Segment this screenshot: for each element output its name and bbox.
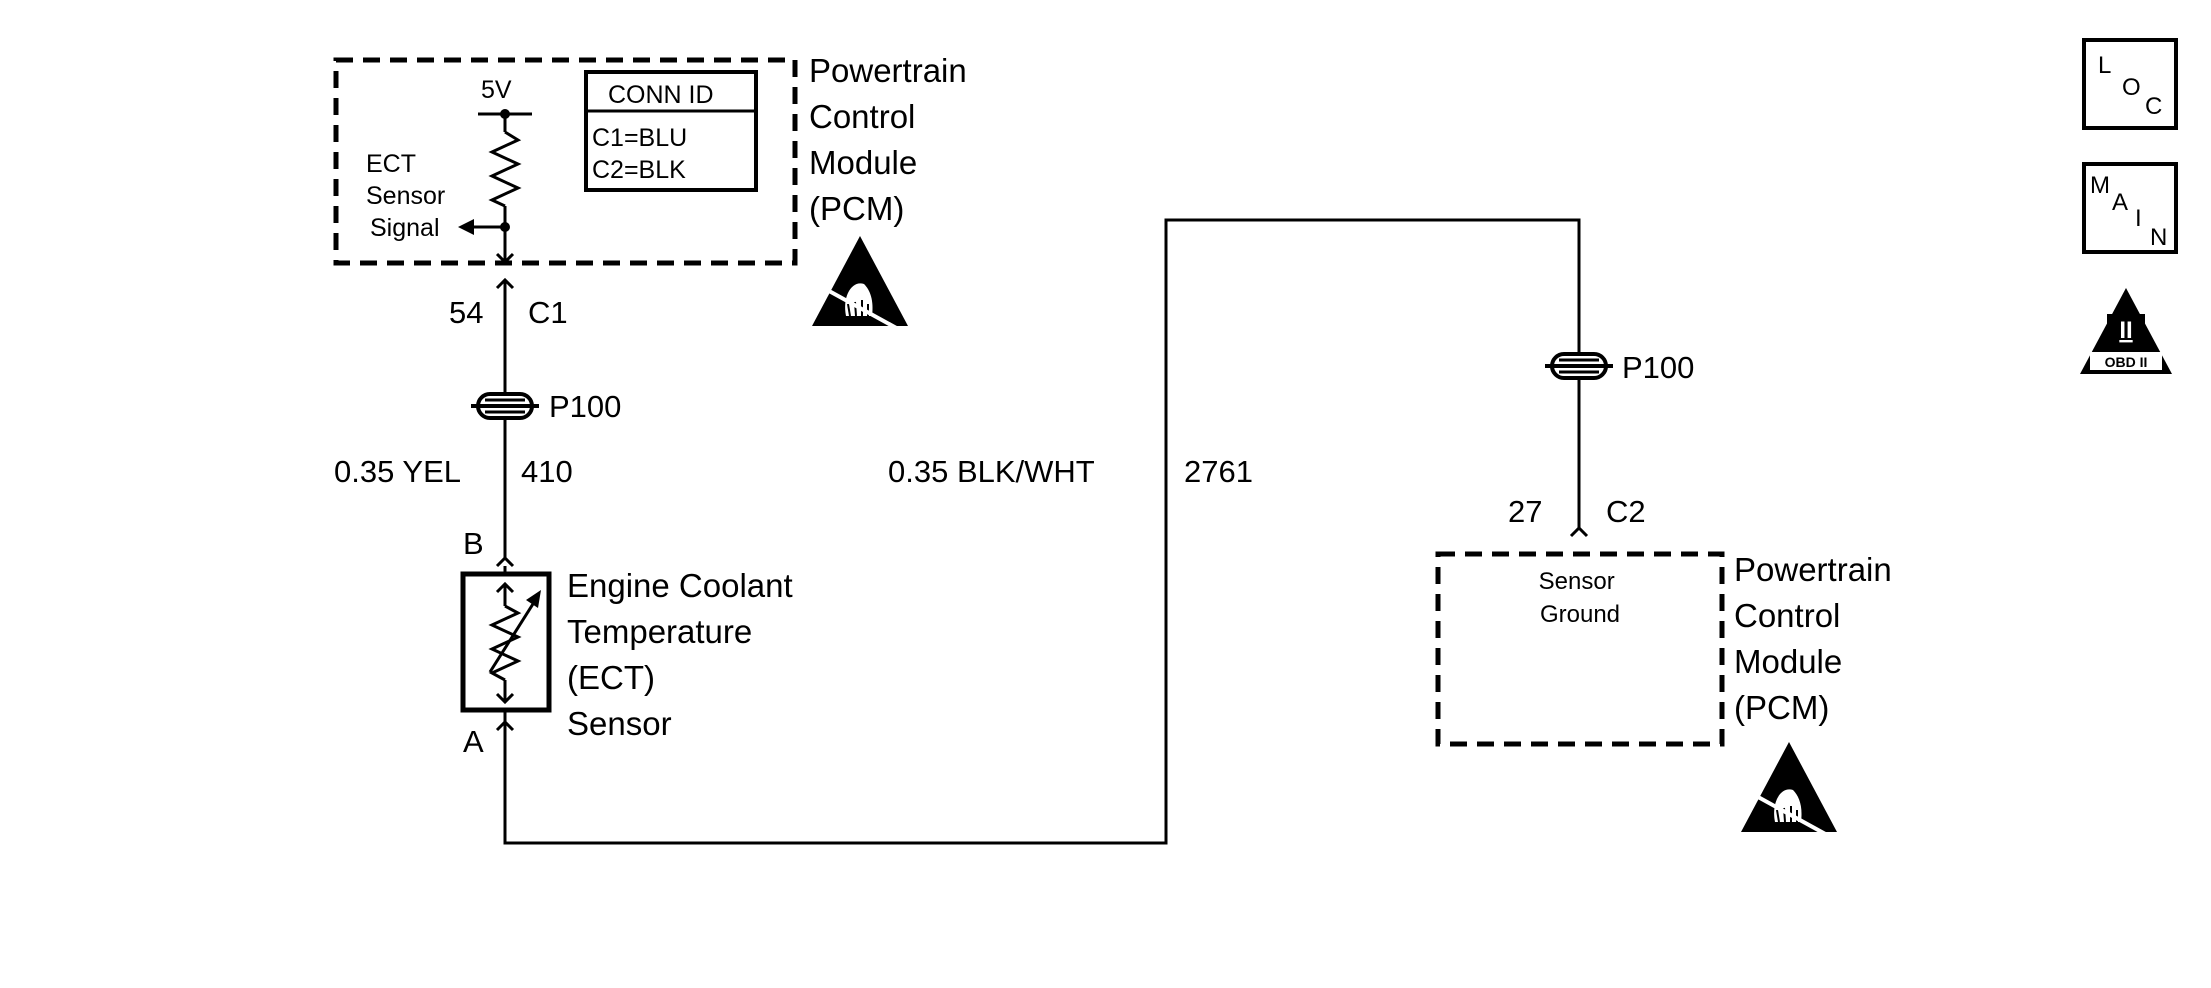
left-splice-label: P100 xyxy=(549,389,621,424)
svg-text:OBD II: OBD II xyxy=(2105,354,2148,370)
sensor-pin-b: B xyxy=(463,526,484,561)
middle-wire-color: 0.35 BLK/WHT xyxy=(888,454,1095,489)
esd-warning-icon xyxy=(810,234,910,332)
pullup-resistor-icon xyxy=(488,130,522,208)
splice-icon xyxy=(469,392,541,420)
c2-connector-icon xyxy=(1569,525,1589,538)
left-circuit-number: 410 xyxy=(521,454,573,489)
pin-b-connector-icon xyxy=(495,555,515,568)
svg-text:M: M xyxy=(2090,172,2110,199)
pcm-bottom-pin: 27 xyxy=(1508,494,1542,529)
pcm-bottom-title: Powertrain Control Module (PCM) xyxy=(1734,551,1901,726)
left-wire-color: 0.35 YEL xyxy=(334,454,461,489)
ect-sensor: B A Engine Coolant Temperature (ECT) Sen… xyxy=(460,526,802,759)
esd-warning-icon xyxy=(1739,740,1839,838)
thermistor-icon xyxy=(488,604,522,682)
svg-text:C: C xyxy=(2145,93,2162,120)
pcm-top-connector: C1 xyxy=(528,295,568,330)
pin-a-connector-icon xyxy=(495,719,515,732)
svg-text:O: O xyxy=(2122,74,2141,101)
right-splice-label: P100 xyxy=(1622,350,1694,385)
signal-arrow-icon xyxy=(458,219,474,235)
splice-icon xyxy=(1543,352,1615,380)
pcm-top-dashed-box xyxy=(333,57,798,266)
thermistor-arrow-icon xyxy=(526,590,541,608)
svg-text:I: I xyxy=(2135,205,2142,232)
svg-text:A: A xyxy=(2112,189,2128,216)
sensor-pin-a: A xyxy=(463,724,484,759)
pcm-top-module: 5V ECT Sensor Signal CONN ID C1=BLU C2=B… xyxy=(333,52,976,332)
ect-sensor-label: Engine Coolant Temperature (ECT) Sensor xyxy=(567,567,802,742)
sensor-ground-label: Sensor Ground xyxy=(1539,568,1622,628)
wire-2761 xyxy=(503,218,1581,845)
conn-id-header: CONN ID xyxy=(608,81,714,109)
pcm-top-title: Powertrain Control Module (PCM) xyxy=(809,52,976,227)
voltage-label: 5V xyxy=(481,76,512,104)
svg-text:N: N xyxy=(2150,224,2167,251)
svg-text:II: II xyxy=(2119,317,2132,344)
obd-ii-icon: II OBD II xyxy=(2080,288,2172,374)
pcm-bottom-dashed-box xyxy=(1435,551,1725,747)
main-button[interactable]: M A I N xyxy=(2082,162,2178,254)
pcm-bottom-module: Sensor Ground Powertrain Control Module … xyxy=(1435,551,1901,838)
ect-signal-label: ECT Sensor Signal xyxy=(366,150,452,242)
middle-circuit-number: 2761 xyxy=(1184,454,1253,489)
pcm-bottom-connector: C2 xyxy=(1606,494,1646,529)
conn-id-box: CONN ID C1=BLU C2=BLK xyxy=(584,70,758,192)
thermistor-slash xyxy=(488,595,540,673)
loc-button[interactable]: L O C xyxy=(2082,38,2178,130)
svg-text:L: L xyxy=(2098,52,2111,79)
conn-id-row: C2=BLK xyxy=(592,156,686,184)
c1-connector-icon xyxy=(495,277,515,290)
pcm-top-pin: 54 xyxy=(449,295,483,330)
sensor-arrow-bottom-icon xyxy=(495,692,515,705)
conn-id-row: C1=BLU xyxy=(592,124,687,152)
pin-arrow-icon xyxy=(495,252,515,265)
